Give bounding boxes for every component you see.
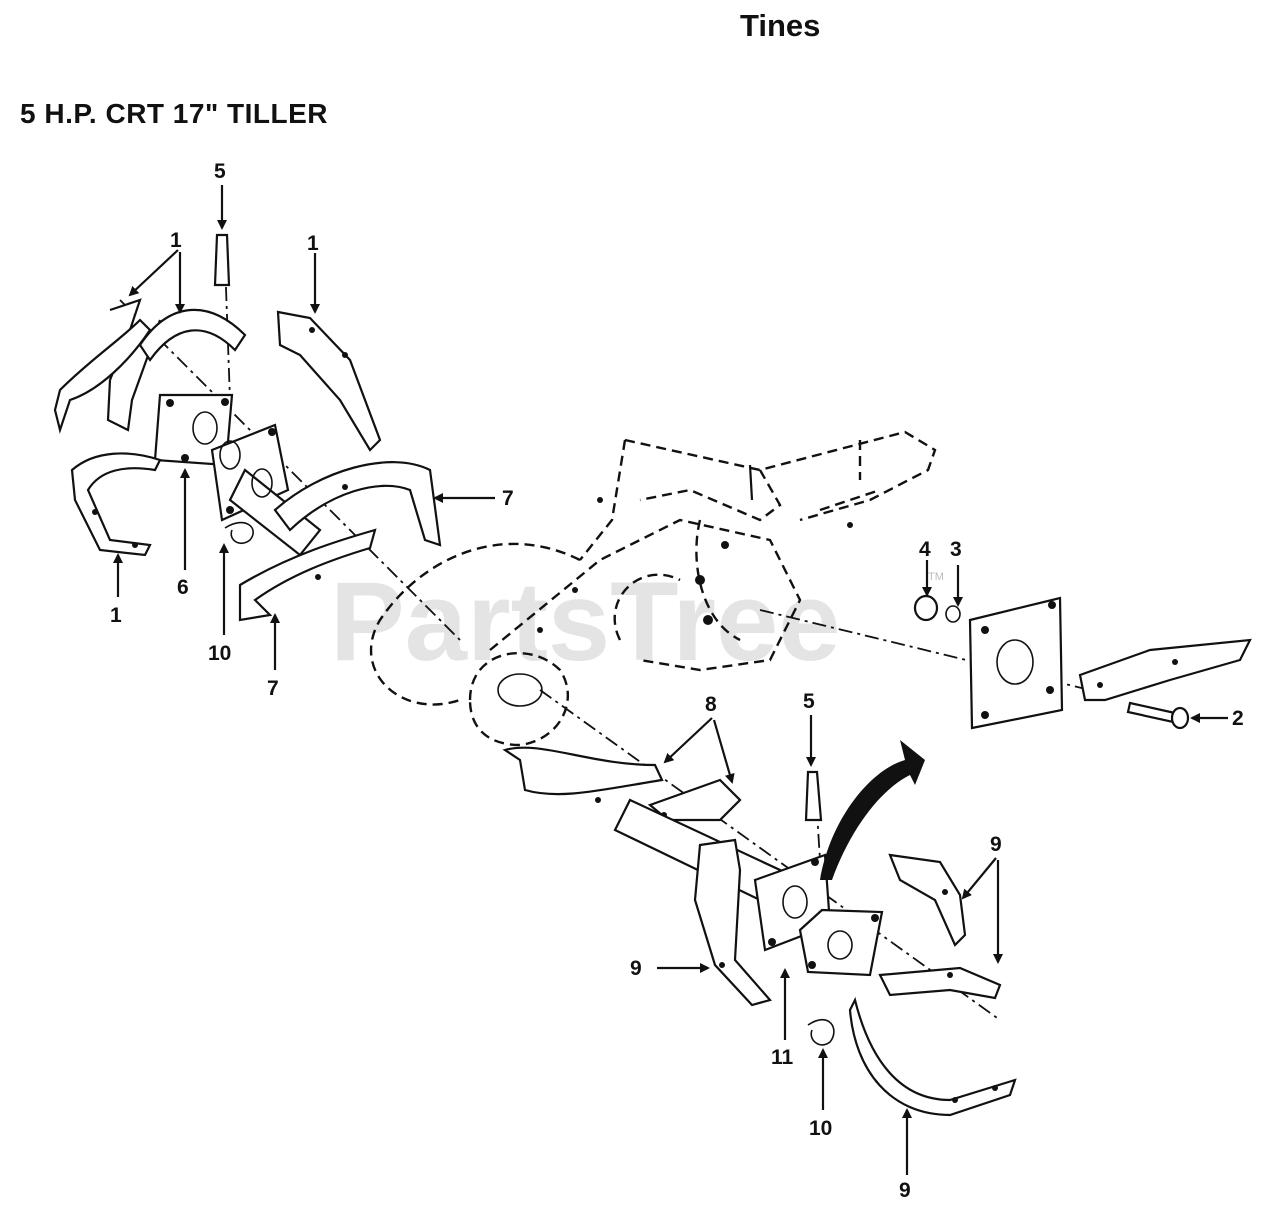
callout-5-bottom: 5 <box>803 690 815 713</box>
callout-9-left: 9 <box>630 957 642 980</box>
right-side-plate-assembly <box>913 594 1252 730</box>
callout-5-top: 5 <box>214 160 226 183</box>
callout-10-left: 10 <box>208 642 231 665</box>
callout-1-top-left: 1 <box>170 229 182 252</box>
callout-10-bottom: 10 <box>809 1117 832 1140</box>
callout-labels: 5 1 1 1 6 10 7 7 4 3 2 8 5 9 9 11 10 9 <box>110 160 1244 1202</box>
diagram-title: Tines <box>740 8 821 43</box>
model-subtitle: 5 H.P. CRT 17" TILLER <box>20 98 328 129</box>
right-tine-assembly <box>502 740 1017 1117</box>
callout-1-bottom-left: 1 <box>110 604 122 627</box>
callout-6: 6 <box>177 576 189 599</box>
watermark-text: PartsTree <box>330 559 841 684</box>
left-tine-assembly <box>53 233 442 622</box>
leader-lines <box>113 185 1228 1175</box>
callout-8: 8 <box>705 693 717 716</box>
callout-2: 2 <box>1232 707 1244 730</box>
callout-11: 11 <box>771 1046 794 1069</box>
callout-1-top-right: 1 <box>307 232 319 255</box>
tiller-body-outline <box>369 430 937 747</box>
callout-9-bottom: 9 <box>899 1179 911 1202</box>
watermark-trademark: TM <box>928 571 944 583</box>
callout-4: 4 <box>919 538 931 561</box>
callout-3: 3 <box>950 538 962 561</box>
callout-7-right: 7 <box>502 487 514 510</box>
callout-7-bottom: 7 <box>267 677 279 700</box>
callout-9-top-right: 9 <box>990 833 1002 856</box>
